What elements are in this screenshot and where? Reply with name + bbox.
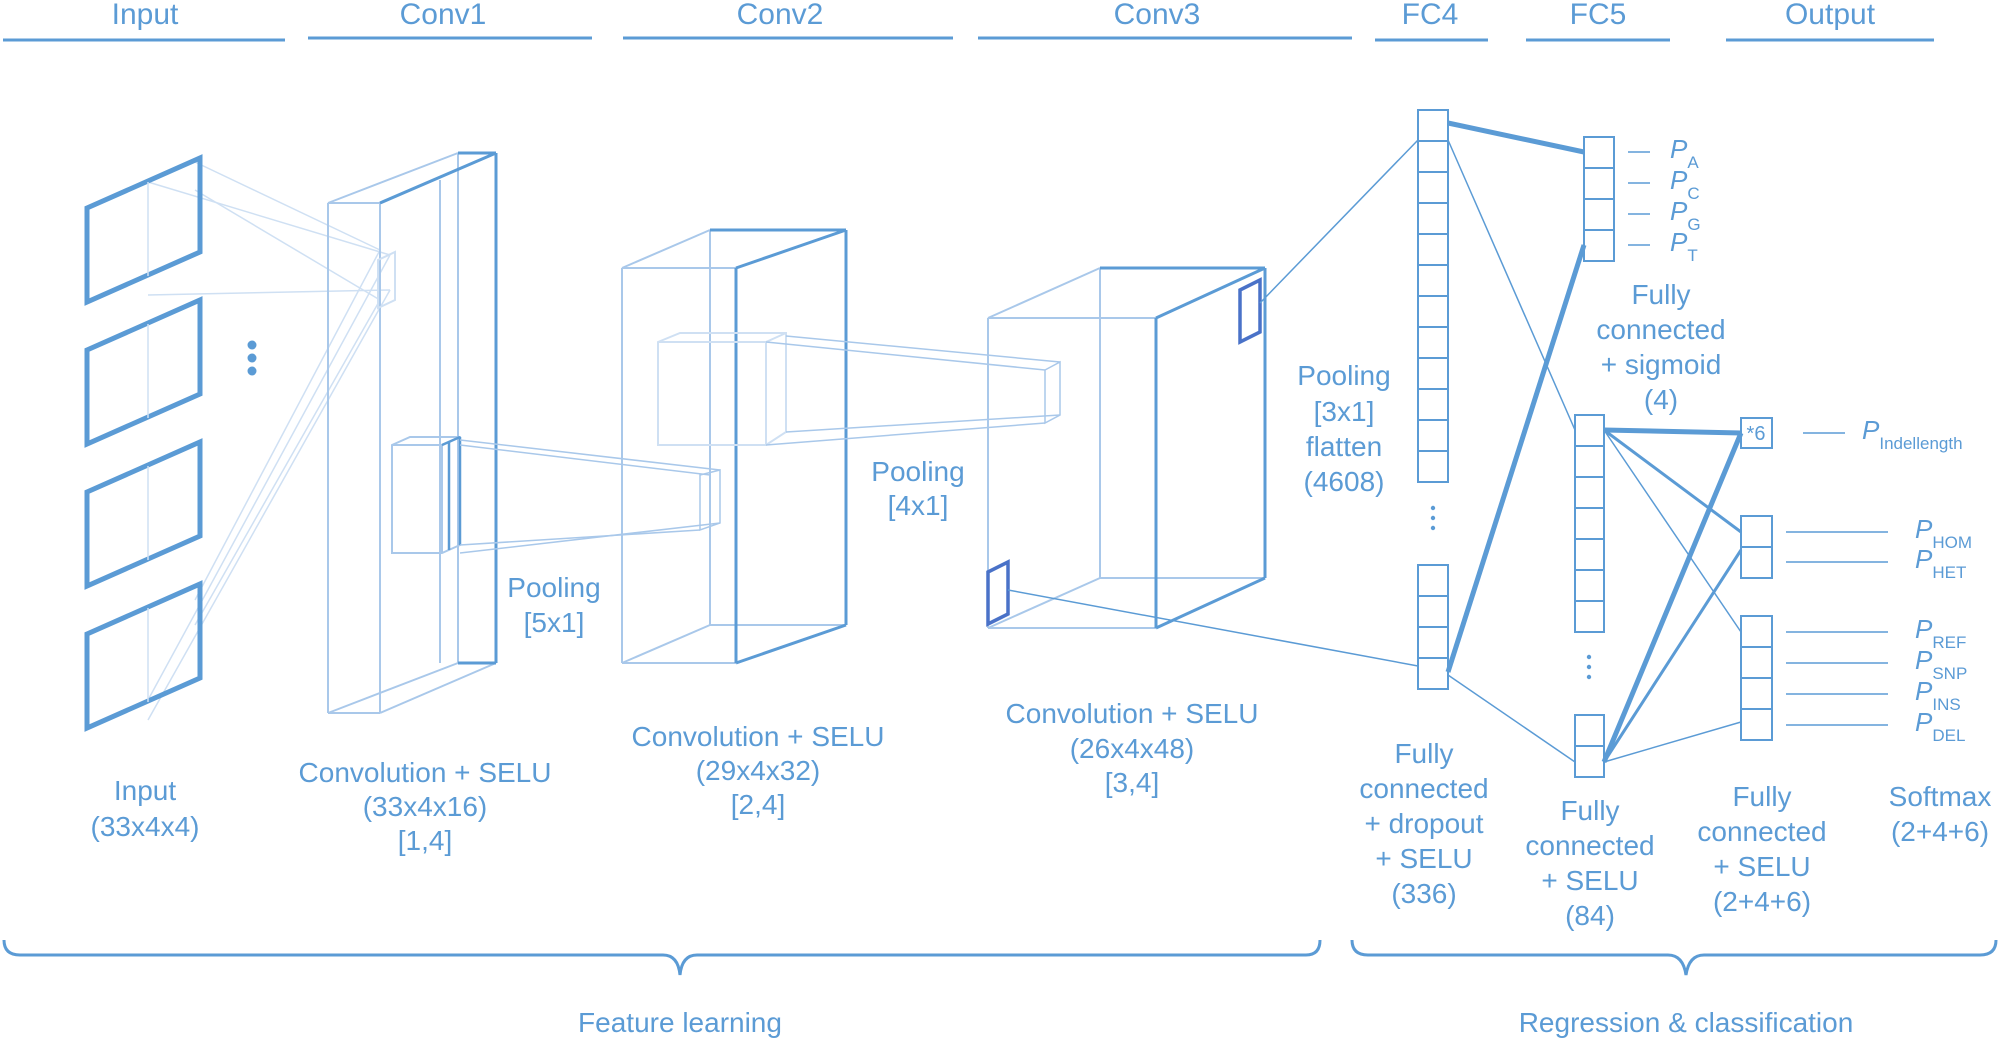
- conv3-caption-kernel: [3,4]: [1105, 767, 1159, 798]
- input-caption-name: Input: [114, 775, 176, 806]
- prob-label-c: PC: [1670, 165, 1700, 203]
- fc5-ellipsis-icon: [1586, 654, 1592, 680]
- fc5-neurons: [1574, 414, 1605, 778]
- fc4-caption-shape: (336): [1391, 878, 1456, 909]
- conv3-block: [986, 139, 1419, 667]
- fc4-caption-line4: + SELU: [1375, 843, 1472, 874]
- sigmoid-output-column: [1583, 136, 1615, 262]
- prob-label-ins: PINS: [1915, 676, 1961, 714]
- vertical-dots-icon: [247, 340, 257, 376]
- fc4-column: [1417, 109, 1449, 690]
- header-conv1: Conv1: [400, 0, 487, 31]
- input-frames: [84, 154, 203, 732]
- sigmoid-caption-line1: Fully: [1631, 279, 1690, 310]
- input-layer: [84, 154, 391, 732]
- fc5-caption-line3: + SELU: [1541, 865, 1638, 896]
- conv1-caption-kernel: [1,4]: [398, 825, 452, 856]
- prob-label-hom: PHOM: [1915, 514, 1972, 552]
- header-fc5: FC5: [1570, 0, 1627, 31]
- softmax-caption-shape: (2+4+6): [1891, 816, 1989, 847]
- input-frame-3: [84, 438, 203, 590]
- bottom-braces: [2, 939, 1998, 976]
- conv1-block: [327, 151, 721, 714]
- pool2-caption-size: [4x1]: [888, 490, 949, 521]
- input-to-conv1-lines: [147, 161, 391, 721]
- conv2-pooling-window: [657, 332, 787, 446]
- prob-label-snp: PSNP: [1915, 645, 1967, 683]
- conv2-caption-shape: (29x4x32): [696, 755, 821, 786]
- pool2-caption-name: Pooling: [871, 456, 964, 487]
- conv3-caption-shape: (26x4x48): [1070, 733, 1195, 764]
- header-row: Input Conv1 Conv2 Conv3 FC4 FC5 Output: [3, 0, 1934, 42]
- conv2-to-conv3-lines: [765, 335, 1061, 446]
- pool1-caption-size: [5x1]: [524, 607, 585, 638]
- output-fc-caption-line2: connected: [1697, 816, 1826, 847]
- prob-label-ref: PREF: [1915, 614, 1966, 652]
- sigmoid-probability-labels: PA PC PG PT: [1628, 134, 1701, 265]
- pool3-caption-name: Pooling: [1297, 360, 1390, 391]
- pool1-caption-name: Pooling: [507, 572, 600, 603]
- prob-label-t: PT: [1670, 227, 1698, 265]
- prob-label-het: PHET: [1915, 544, 1966, 582]
- header-underlines: [3, 36, 1934, 42]
- fc4-caption-line3: + dropout: [1364, 808, 1483, 839]
- feature-learning-brace: [2, 939, 1322, 976]
- fc5-caption-line1: Fully: [1560, 795, 1619, 826]
- sigmoid-caption-shape: (4): [1644, 384, 1678, 415]
- conv3-to-fc4-lines: [1007, 139, 1419, 667]
- conv2-caption-kernel: [2,4]: [731, 789, 785, 820]
- prob-label-indellength: PIndellength: [1862, 415, 1963, 453]
- feature-learning-label: Feature learning: [578, 1007, 782, 1038]
- conv1-caption-name: Convolution + SELU: [299, 757, 552, 788]
- header-conv3: Conv3: [1114, 0, 1201, 31]
- fc5-caption-line2: connected: [1525, 830, 1654, 861]
- fc4-ellipsis-icon: [1430, 505, 1436, 531]
- input-caption-shape: (33x4x4): [91, 811, 200, 842]
- fc4-caption-line1: Fully: [1394, 738, 1453, 769]
- pool3-caption-op: flatten: [1306, 431, 1382, 462]
- conv2-block: [621, 228, 1061, 665]
- fc5-caption-shape: (84): [1565, 900, 1615, 931]
- input-frame-4: [84, 580, 203, 732]
- sigmoid-caption-line3: + sigmoid: [1601, 349, 1722, 380]
- conv2-caption-name: Convolution + SELU: [632, 721, 885, 752]
- output-fc-caption-shape: (2+4+6): [1713, 886, 1811, 917]
- prob-label-del: PDEL: [1915, 707, 1965, 745]
- conv3-caption-name: Convolution + SELU: [1006, 698, 1259, 729]
- prob-label-g: PG: [1670, 196, 1701, 234]
- layer-captions: Input (33x4x4) Convolution + SELU (33x4x…: [91, 279, 1992, 931]
- conv3-pooling-window-top: [1238, 277, 1262, 345]
- output-fc-caption-line1: Fully: [1732, 781, 1791, 812]
- fc4-neurons: [1417, 109, 1449, 690]
- sigmoid-caption-line2: connected: [1596, 314, 1725, 345]
- input-frame-2: [84, 296, 203, 448]
- regression-classification-label: Regression & classification: [1519, 1007, 1854, 1038]
- output-columns: *6: [1740, 417, 1773, 741]
- indel-length-multiplier: *6: [1747, 423, 1766, 445]
- header-input: Input: [112, 0, 179, 31]
- input-frame-1: [84, 154, 203, 306]
- fc4-caption-line2: connected: [1359, 773, 1488, 804]
- output-probability-labels: PIndellength PHOM PHET PREF PSNP PINS PD…: [1786, 415, 1972, 745]
- output-fc-caption-line3: + SELU: [1713, 851, 1810, 882]
- prob-label-a: PA: [1670, 134, 1699, 172]
- regression-classification-brace: [1350, 939, 1998, 976]
- header-fc4: FC4: [1402, 0, 1459, 31]
- pool3-caption-shape: (4608): [1304, 466, 1385, 497]
- conv1-caption-shape: (33x4x16): [363, 791, 488, 822]
- softmax-caption-name: Softmax: [1889, 781, 1992, 812]
- conv3-pooling-window-bottom: [986, 559, 1010, 627]
- header-conv2: Conv2: [737, 0, 824, 31]
- fc5-column: [1574, 414, 1605, 778]
- conv1-to-conv2-lines: [459, 439, 721, 554]
- conv1-receptive-field: [377, 250, 396, 310]
- fc-connections: [1445, 120, 1744, 763]
- header-output: Output: [1785, 0, 1876, 31]
- pool3-caption-size: [3x1]: [1314, 396, 1375, 427]
